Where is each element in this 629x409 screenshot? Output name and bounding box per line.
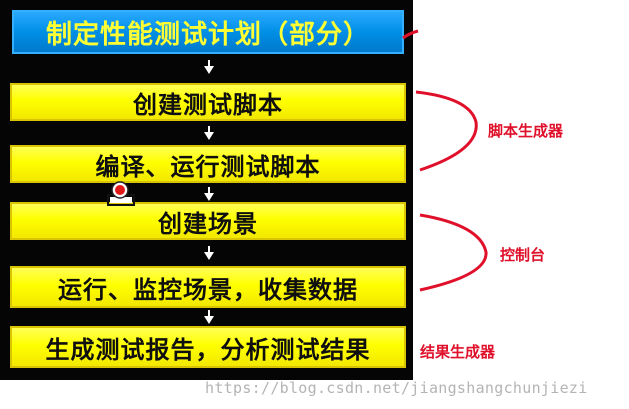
flow-arrow [204, 126, 214, 140]
header-tick-mark [402, 29, 419, 40]
brace-script-generator [415, 90, 478, 172]
record-cursor-icon [107, 181, 135, 206]
step-create-scenario: 创建场景 [10, 202, 406, 240]
step-run-monitor-scenario: 运行、监控场景，收集数据 [10, 266, 406, 308]
label-script-generator: 脚本生成器 [488, 122, 564, 140]
step-plan-performance-test: 制定性能测试计划（部分） [12, 10, 404, 54]
flow-arrow [204, 187, 214, 201]
flowchart-panel: 制定性能测试计划（部分） 创建测试脚本 编译、运行测试脚本 创建场景 运行、监控… [0, 0, 413, 380]
flow-arrow [204, 60, 214, 74]
flow-arrow [204, 310, 214, 324]
label-controller: 控制台 [500, 246, 546, 264]
step-generate-report: 生成测试报告，分析测试结果 [10, 326, 406, 368]
flow-arrow [204, 246, 214, 260]
step-compile-run-script: 编译、运行测试脚本 [10, 145, 406, 183]
brace-controller [419, 213, 488, 292]
label-result-generator: 结果生成器 [420, 343, 496, 361]
watermark-url: https://blog.csdn.net/jiangshangchunjiez… [205, 379, 588, 397]
step-create-script: 创建测试脚本 [10, 83, 406, 121]
